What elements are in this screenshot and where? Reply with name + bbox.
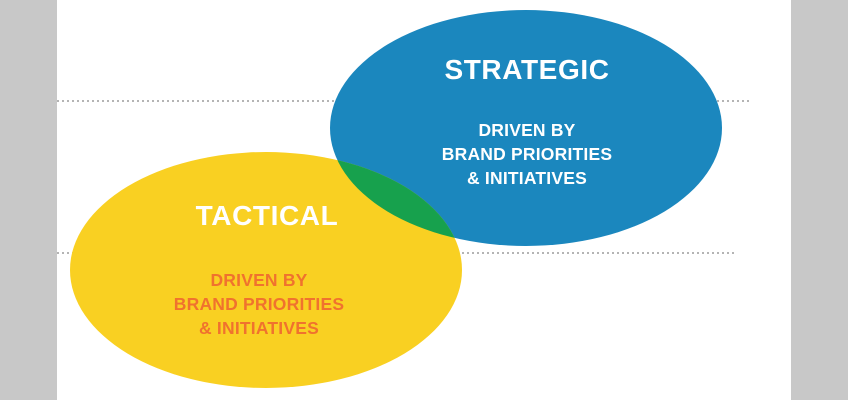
strategic-subtitle-line: & INITIATIVES bbox=[467, 168, 587, 188]
strategic-title: STRATEGIC bbox=[444, 54, 610, 85]
strategic-subtitle-line: BRAND PRIORITIES bbox=[441, 144, 613, 164]
tactical-subtitle-line: & INITIATIVES bbox=[199, 318, 319, 338]
tactical-title: TACTICAL bbox=[195, 200, 339, 231]
strategic-subtitle-line: DRIVEN BY bbox=[478, 120, 576, 140]
tactical-subtitle-line: BRAND PRIORITIES bbox=[173, 294, 345, 314]
strategic-ellipse bbox=[330, 10, 722, 246]
tactical-subtitle: DRIVEN BY BRAND PRIORITIES & INITIATIVES bbox=[62, 268, 456, 340]
tactical-ellipse bbox=[70, 152, 462, 388]
strategic-subtitle: DRIVEN BY BRAND PRIORITIES & INITIATIVES bbox=[330, 118, 724, 190]
tactical-subtitle-line: DRIVEN BY bbox=[210, 270, 308, 290]
